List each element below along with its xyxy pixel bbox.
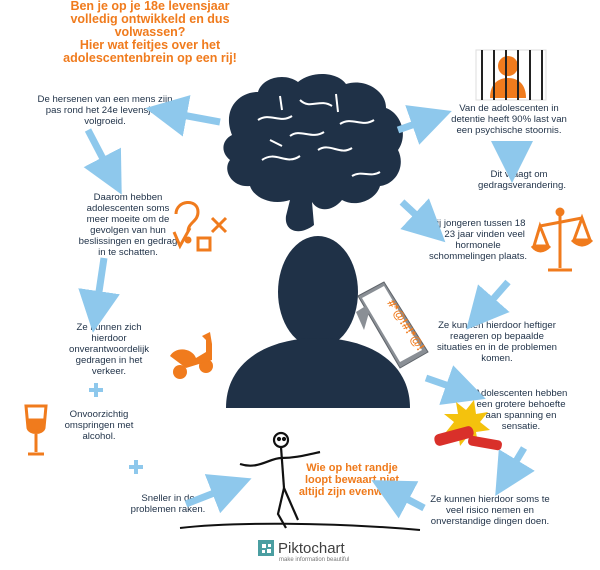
- arrow-11: [371, 480, 426, 519]
- arrow-9: [424, 365, 486, 405]
- fact-brain: De hersenen van een mens zijn pas rond h…: [37, 94, 173, 127]
- plus-icon: [89, 383, 143, 474]
- fact-consequences: Daarom hebben adolescenten soms meer moe…: [78, 192, 178, 258]
- logo-tagline: make information beautiful: [279, 557, 350, 563]
- person-silhouette-icon: [226, 236, 410, 408]
- page-title: Ben je op je 18e levensjaar volledig ont…: [0, 0, 300, 65]
- fact-detention: Van de adolescenten in detentie heeft 90…: [451, 103, 567, 136]
- arrow-1: [145, 95, 221, 137]
- fact-alcohol: Onvoorzichtig omspringen met alcohol.: [64, 409, 134, 442]
- title-line-2: volledig ontwikkeld en dus: [70, 12, 230, 26]
- arrow-10: [495, 446, 535, 497]
- fact-trouble: Sneller in de problemen raken.: [130, 493, 206, 515]
- question-mark-icon: [172, 201, 228, 252]
- arrow-7: [399, 198, 446, 243]
- arrow-2: [83, 128, 122, 195]
- title-line-4: Hier wat feitjes over het: [79, 38, 221, 52]
- explosion-icon: [434, 400, 502, 451]
- title-line-3: volwassen?: [114, 25, 186, 39]
- wine-glass-icon: [24, 404, 48, 456]
- arrow-3: [78, 257, 120, 333]
- title-line-1: Ben je op je 18e levensjaar: [70, 0, 230, 13]
- speech-bubble-icon: [356, 281, 429, 369]
- fact-thrill: Adolescenten hebben een grotere behoefte…: [474, 388, 568, 432]
- title-line-5: adolescentenbrein op een rij!: [63, 51, 237, 65]
- fact-risk: Ze kunnen hierdoor soms te veel risico n…: [430, 494, 550, 527]
- prisoner-icon: [475, 49, 547, 101]
- logo-name: Piktochart: [278, 540, 345, 557]
- piktochart-logo-icon: [258, 540, 274, 556]
- scales-icon: [530, 207, 594, 272]
- scooter-icon: [170, 332, 213, 379]
- fact-hormones: Bij jongeren tussen 18 en 23 jaar vinden…: [428, 218, 528, 262]
- tightrope-walker-icon: [179, 431, 421, 531]
- arrow-4: [184, 474, 252, 514]
- arrow-8: [466, 279, 511, 330]
- brain-icon: [223, 73, 403, 232]
- arrow-5: [396, 105, 452, 145]
